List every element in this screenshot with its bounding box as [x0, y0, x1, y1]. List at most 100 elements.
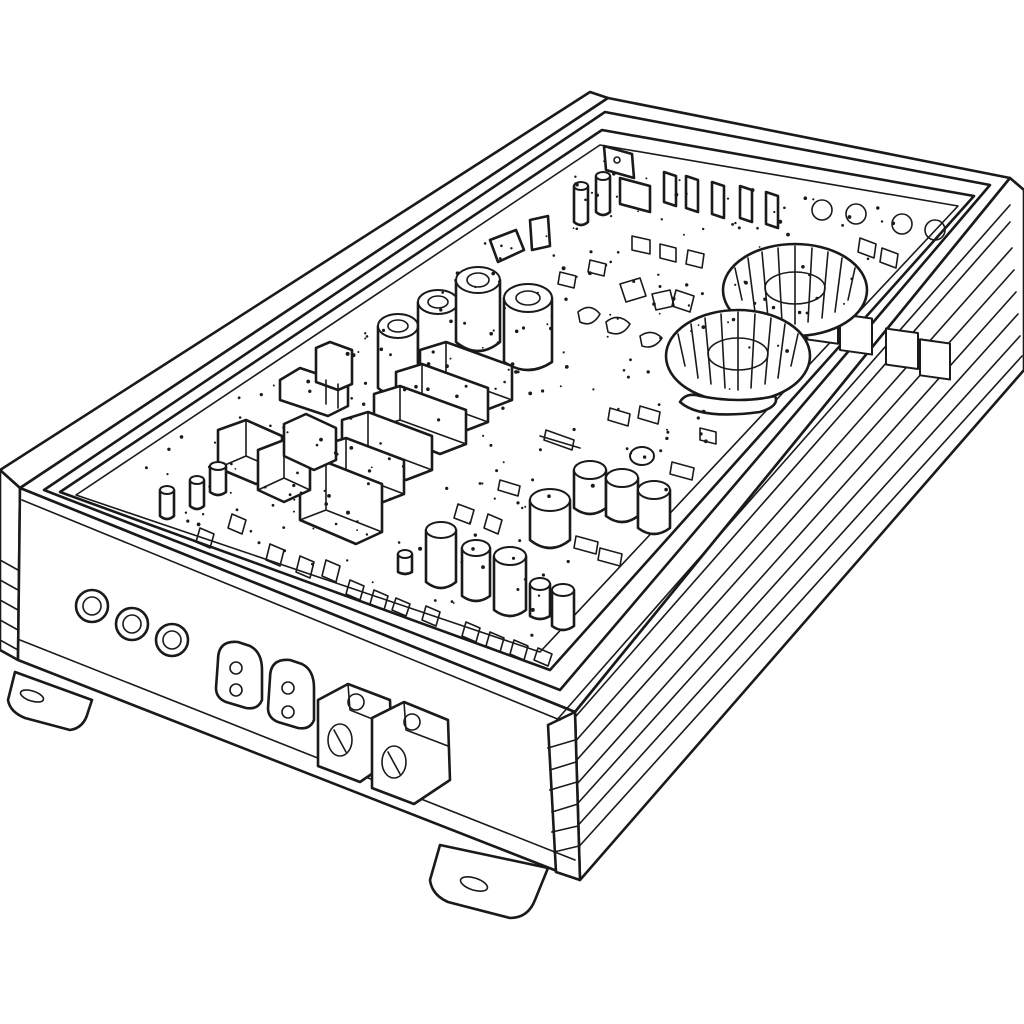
solder-dot	[704, 439, 708, 444]
solder-dot	[726, 197, 730, 200]
solder-dot	[495, 469, 499, 473]
solder-dot	[523, 578, 527, 581]
solder-dot	[750, 202, 753, 205]
solder-dot	[684, 192, 688, 196]
solder-dot	[514, 370, 518, 374]
solder-dot	[610, 215, 613, 218]
rca-jack-2	[114, 606, 150, 642]
solder-dot	[588, 271, 592, 276]
solder-dot	[397, 541, 401, 544]
solder-dot	[549, 326, 553, 331]
solder-dot	[750, 188, 755, 193]
solder-dot	[213, 441, 217, 444]
solder-dot	[497, 280, 501, 283]
solder-dot	[530, 633, 534, 637]
solder-dot	[584, 198, 587, 202]
solder-dot	[657, 403, 661, 406]
solder-dot	[734, 221, 737, 225]
solder-dot	[731, 223, 734, 226]
solder-dot	[167, 447, 171, 451]
solder-dot	[660, 218, 663, 221]
capacitor-large-4	[502, 283, 554, 372]
solder-dot	[615, 195, 619, 198]
toroid-inductor-2	[664, 308, 812, 416]
solder-dot	[803, 196, 808, 200]
solder-dot	[574, 175, 577, 178]
solder-dot	[464, 384, 468, 388]
solder-dot	[439, 308, 443, 312]
solder-dot	[657, 273, 660, 276]
solder-dot	[617, 407, 620, 411]
solder-dot	[748, 346, 751, 349]
solder-dot	[489, 331, 494, 336]
solder-dot	[626, 375, 630, 379]
transistor-row-top	[488, 144, 780, 264]
solder-dot	[511, 556, 516, 560]
solder-dot	[259, 393, 263, 397]
solder-dot	[731, 317, 736, 322]
solder-dot	[604, 264, 608, 267]
power-terminal-2	[370, 700, 452, 806]
solder-dot	[771, 305, 776, 310]
solder-dot	[763, 297, 767, 301]
rca-jack-1	[74, 588, 110, 624]
solder-dot	[445, 486, 449, 490]
solder-dot	[346, 559, 349, 562]
solder-dot	[293, 498, 296, 501]
solder-dot	[727, 321, 730, 324]
solder-dot	[144, 466, 148, 470]
solder-dot	[530, 607, 535, 612]
solder-dot	[572, 427, 576, 432]
solder-dot	[507, 368, 510, 371]
solder-dot	[387, 457, 391, 461]
solder-dot	[426, 387, 430, 392]
solder-dot	[179, 435, 184, 439]
solder-dot	[514, 329, 519, 334]
front-panel	[19, 499, 576, 861]
solder-dot	[282, 426, 286, 429]
solder-dot	[355, 520, 359, 523]
film-capacitor-row	[298, 340, 514, 546]
solder-dot	[609, 313, 612, 316]
solder-dot	[463, 321, 467, 325]
solder-dot	[665, 436, 669, 441]
solder-dot	[876, 206, 880, 210]
solder-dot	[659, 449, 663, 453]
solder-dot	[234, 468, 237, 470]
mounting-tab-right	[428, 843, 550, 920]
solder-dot	[296, 471, 299, 475]
solder-dot	[349, 446, 354, 450]
solder-dot	[503, 306, 506, 310]
solder-dot	[739, 188, 742, 191]
solder-dot	[269, 424, 272, 428]
solder-dot	[414, 384, 418, 389]
solder-dot	[687, 304, 691, 307]
solder-dot	[783, 206, 786, 210]
solder-dot	[682, 233, 685, 236]
capacitor-large-3	[454, 266, 502, 353]
solder-dot	[230, 462, 233, 466]
solder-dot	[612, 172, 616, 176]
solder-dot	[545, 235, 548, 238]
solder-dot	[646, 370, 650, 374]
circuit-board	[144, 144, 899, 667]
heatsink-fins-left	[0, 559, 19, 651]
solder-dot	[564, 365, 569, 369]
solder-dot	[418, 546, 423, 551]
solder-dot	[538, 448, 542, 452]
solder-dot	[843, 302, 845, 305]
solder-dot	[702, 227, 705, 231]
solder-dot	[501, 406, 505, 410]
solder-dot	[590, 191, 594, 194]
solder-dot	[271, 503, 275, 507]
solder-dot	[590, 483, 595, 488]
solder-dot	[312, 527, 315, 530]
solder-dot	[292, 483, 296, 488]
solder-dot	[235, 508, 239, 512]
solder-dot	[272, 384, 275, 387]
solder-dot	[786, 232, 790, 237]
solder-dot	[503, 380, 506, 384]
solder-dot	[685, 283, 689, 287]
solder-dot	[315, 443, 319, 447]
solder-dot	[357, 351, 360, 353]
